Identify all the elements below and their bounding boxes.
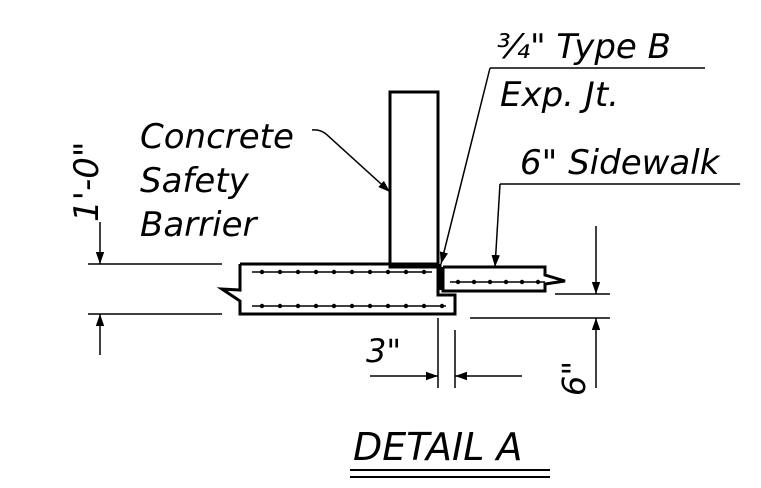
rebar-dot: [421, 269, 427, 275]
deck-slab-outline: [216, 262, 457, 316]
rebar-dot: [349, 303, 355, 309]
rebar-dot: [421, 303, 427, 309]
expansion-joint-leader-line: [439, 67, 491, 265]
rebar-dot: [259, 303, 265, 309]
barrier-shape: [388, 90, 440, 269]
rebar-dot: [385, 303, 391, 309]
rebar-dot: [313, 303, 319, 309]
rebar-dot: [519, 279, 525, 285]
rebar-dot: [367, 269, 373, 275]
expansion-joint-desc-label: Exp. Jt.: [500, 75, 619, 115]
rebar-dot: [295, 303, 301, 309]
rebar-dot: [385, 269, 391, 275]
barrier-label-line1: Concrete: [140, 117, 294, 157]
rebar-dot: [487, 279, 493, 285]
rebar-dot: [349, 269, 355, 275]
rebar-dot: [313, 269, 319, 275]
rebar-dot: [535, 279, 541, 285]
rebar-dot: [367, 303, 373, 309]
rebar-dot: [439, 303, 445, 309]
barrier-leader-line: [311, 129, 391, 193]
rebar-dot: [471, 279, 477, 285]
expansion-joint-type-label: ¾" Type B: [497, 27, 671, 67]
dim-height-label: 1'-0": [67, 141, 107, 222]
barrier-label-line2: Safety: [140, 161, 250, 201]
dim-sidewalk-label: 6": [555, 361, 593, 396]
rebar-dot: [277, 269, 283, 275]
sidewalk-slab-outline: [441, 265, 566, 293]
barrier-label-line3: Barrier: [140, 205, 258, 245]
sidewalk-leader-line: [491, 183, 501, 268]
rebar-dot: [277, 303, 283, 309]
rebar-dot: [403, 303, 409, 309]
rebar-dot: [331, 303, 337, 309]
sidewalk-rebar-dots: [455, 279, 541, 285]
rebar-dot: [403, 269, 409, 275]
deck-bottom-rebar-dots: [259, 303, 445, 309]
rebar-dot: [455, 279, 461, 285]
rebar-dot: [295, 269, 301, 275]
sidewalk-label: 6" Sidewalk: [520, 143, 721, 183]
rebar-dot: [331, 269, 337, 275]
rebar-dot: [259, 269, 265, 275]
rebar-dot: [503, 279, 509, 285]
deck-top-rebar-dots: [259, 269, 427, 275]
dim-gap-label: 3": [366, 332, 401, 370]
detail-title: DETAIL A: [353, 425, 522, 469]
